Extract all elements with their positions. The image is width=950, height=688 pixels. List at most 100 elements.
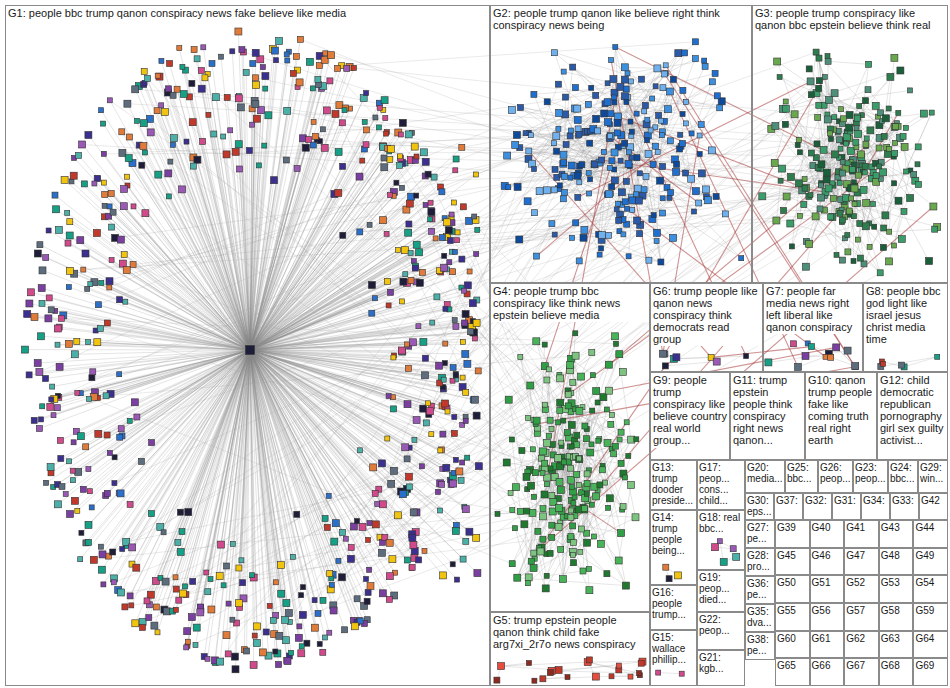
vertex-icon bbox=[443, 341, 448, 346]
vertex-icon bbox=[310, 142, 316, 148]
network-edge bbox=[614, 102, 642, 195]
network-edge bbox=[96, 331, 250, 351]
network-edge bbox=[323, 129, 651, 130]
network-edge bbox=[250, 55, 331, 350]
vertex-icon bbox=[416, 279, 423, 286]
vertex-icon bbox=[101, 121, 106, 126]
vertex-icon bbox=[67, 459, 72, 464]
network-edge bbox=[390, 189, 706, 542]
network-edge bbox=[250, 104, 255, 350]
network-edge bbox=[829, 100, 910, 198]
network-edge bbox=[250, 350, 363, 527]
vertex-icon bbox=[147, 129, 154, 136]
network-edge bbox=[524, 403, 597, 525]
network-edge bbox=[442, 126, 776, 484]
network-edge bbox=[332, 118, 886, 585]
network-edge bbox=[110, 206, 250, 350]
vertex-icon bbox=[147, 591, 154, 598]
vertex-icon bbox=[37, 242, 43, 248]
network-edge bbox=[250, 108, 380, 350]
network-edge bbox=[786, 109, 880, 273]
network-edge bbox=[126, 458, 541, 542]
vertex-icon bbox=[400, 278, 407, 285]
network-edge bbox=[127, 104, 817, 144]
network-edge bbox=[94, 356, 576, 397]
network-edge bbox=[250, 350, 453, 484]
network-edge bbox=[351, 198, 669, 548]
network-edge bbox=[850, 115, 899, 201]
vertex-icon bbox=[161, 530, 166, 535]
network-edge bbox=[501, 662, 588, 666]
vertex-icon bbox=[102, 192, 108, 198]
network-edge bbox=[250, 350, 463, 559]
network-edge bbox=[574, 42, 696, 176]
vertex-icon bbox=[423, 203, 428, 208]
vertex-icon bbox=[436, 489, 441, 494]
network-edge bbox=[610, 136, 699, 203]
network-edge bbox=[250, 332, 471, 350]
network-edge bbox=[819, 58, 832, 183]
network-edge bbox=[144, 123, 250, 350]
network-edge bbox=[250, 350, 390, 576]
vertex-icon bbox=[127, 593, 133, 599]
vertex-icon bbox=[126, 134, 132, 140]
network-edge bbox=[238, 32, 250, 351]
network-edge bbox=[216, 97, 615, 180]
vertex-icon bbox=[89, 375, 95, 381]
network-edge bbox=[237, 152, 800, 623]
vertex-icon bbox=[388, 289, 394, 295]
network-edge bbox=[342, 42, 696, 66]
vertex-icon bbox=[119, 260, 126, 267]
network-edge bbox=[590, 65, 666, 179]
network-edge bbox=[158, 76, 250, 350]
network-edge bbox=[617, 133, 741, 258]
network-edge bbox=[107, 350, 250, 493]
vertex-icon bbox=[80, 486, 86, 492]
network-edge bbox=[619, 485, 631, 561]
vertex-icon bbox=[142, 210, 149, 217]
vertex-icon bbox=[86, 467, 91, 472]
network-edge bbox=[115, 137, 847, 238]
network-edge bbox=[571, 359, 625, 478]
vertex-icon bbox=[400, 185, 405, 190]
network-edge bbox=[250, 262, 449, 350]
network-edge bbox=[838, 151, 851, 177]
vertex-icon bbox=[131, 204, 136, 209]
network-edge bbox=[832, 132, 850, 218]
network-edge bbox=[250, 350, 476, 538]
vertex-icon bbox=[88, 282, 93, 287]
network-edge bbox=[173, 95, 250, 350]
network-edge bbox=[478, 183, 840, 371]
network-edge bbox=[49, 231, 250, 351]
network-edge bbox=[517, 578, 626, 586]
network-edge bbox=[466, 314, 572, 393]
network-edge bbox=[658, 673, 682, 674]
network-edge bbox=[564, 72, 720, 108]
network-edge bbox=[220, 350, 250, 662]
vertex-icon bbox=[364, 577, 369, 582]
network-edge bbox=[239, 144, 250, 350]
vertex-icon bbox=[200, 138, 206, 144]
vertex-icon bbox=[79, 141, 86, 148]
vertex-icon bbox=[276, 662, 282, 668]
vertex-icon bbox=[221, 134, 226, 139]
network-edge bbox=[537, 152, 658, 256]
network-edge bbox=[69, 287, 250, 350]
vertex-icon bbox=[112, 455, 117, 460]
vertex-icon bbox=[201, 45, 206, 50]
network-edge bbox=[224, 242, 807, 586]
network-edge bbox=[608, 102, 629, 164]
network-edge bbox=[542, 207, 934, 548]
network-edge bbox=[855, 113, 899, 189]
network-edge bbox=[617, 209, 661, 262]
network-edge bbox=[104, 154, 250, 350]
network-edge bbox=[119, 350, 250, 374]
network-edge bbox=[250, 350, 461, 480]
network-edge bbox=[145, 83, 250, 350]
network-edge bbox=[611, 114, 805, 189]
network-edge bbox=[517, 510, 585, 578]
network-edge bbox=[101, 120, 647, 283]
network-edge bbox=[137, 90, 868, 417]
network-edge bbox=[38, 350, 250, 363]
